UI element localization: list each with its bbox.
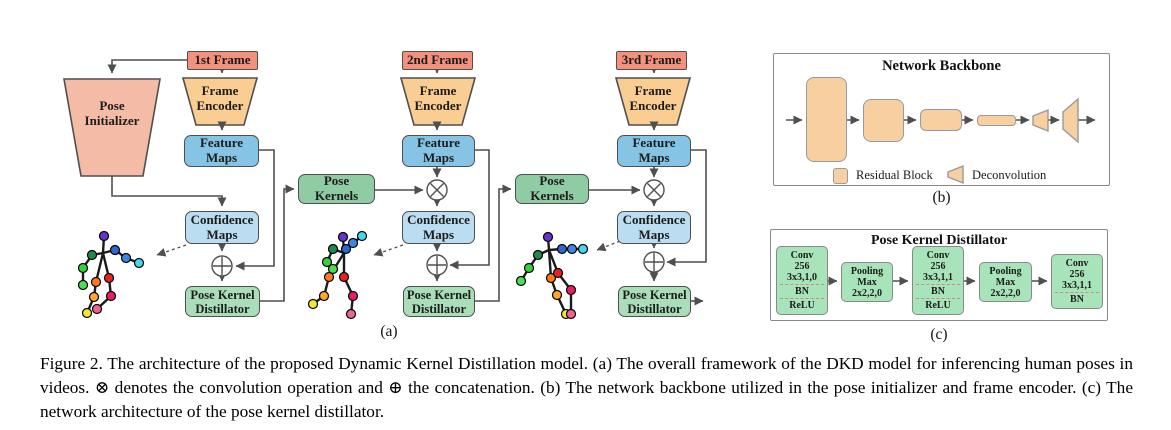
pkd-pooling-block-2: Pooling Max 2x2,2,0 [979, 262, 1032, 302]
panel-a-label: (a) [380, 323, 398, 340]
bn-label: BN [780, 284, 824, 297]
flow-lines-column-2 [373, 64, 512, 302]
conv-label: Conv [790, 250, 814, 261]
network-backbone-panel [773, 53, 1110, 186]
figure-caption: Figure 2. The architecture of the propos… [40, 354, 1133, 422]
frame-encoder-label-1: Frame Encoder [196, 83, 244, 113]
residual-block-1 [806, 77, 847, 162]
conv-params: 3x3,1,1 [1062, 280, 1092, 291]
pkd-panel-title: Pose Kernel Distillator [870, 233, 1008, 248]
bn-label: BN [1055, 292, 1099, 305]
conv-channels: 256 [794, 261, 810, 272]
pose-kernels-1: Pose Kernels [298, 174, 375, 204]
relu-label: ReLU [780, 298, 824, 311]
relu-label: ReLU [916, 298, 960, 311]
confidence-maps-2: Confidence Maps [402, 211, 475, 244]
residual-block-3 [920, 109, 962, 131]
conv-channels: 256 [930, 261, 946, 272]
pkd-pooling-block-1: Pooling Max 2x2,2,0 [841, 262, 893, 302]
pooling-label: Pooling [989, 265, 1022, 277]
pose-skeleton-1 [77, 230, 145, 319]
concatenation-op-icon [211, 251, 665, 277]
pose-kernel-distillator-1: Pose Kernel Distillator [185, 286, 260, 317]
frame-encoder-shape-1 [181, 77, 259, 126]
feature-maps-2: Feature Maps [402, 135, 475, 167]
bn-label: BN [916, 284, 960, 297]
pooling-params: 2x2,2,0 [852, 287, 882, 299]
conv-label: Conv [1065, 258, 1089, 269]
residual-block-4 [977, 115, 1016, 126]
pooling-type: Max [995, 276, 1016, 288]
conv-params: 3x3,1,0 [787, 272, 817, 283]
frame-encoder-label-3: Frame Encoder [629, 83, 677, 113]
confidence-maps-1: Confidence Maps [185, 211, 259, 244]
pose-kernels-2: Pose Kernels [515, 174, 589, 204]
network-backbone-title: Network Backbone [882, 58, 1001, 74]
residual-block-2 [863, 99, 904, 142]
pose-skeleton-2 [307, 230, 368, 320]
pose-skeleton-3 [515, 231, 589, 320]
legend-deconvolution-label: Deconvolution [972, 168, 1047, 182]
frame-encoder-shape-3 [614, 77, 692, 126]
pose-kernel-distillator-3: Pose Kernel Distillator [618, 286, 691, 317]
pooling-label: Pooling [850, 265, 884, 277]
pkd-conv-block-3: Conv 256 3x3,1,1 BN [1051, 254, 1103, 309]
frame-box-1: 1st Frame [187, 51, 258, 70]
legend-residual-block-label: Residual Block [856, 168, 933, 182]
deconvolution-icon [947, 164, 964, 185]
pooling-params: 2x2,2,0 [990, 287, 1021, 299]
conv-label: Conv [926, 250, 950, 261]
confidence-maps-3: Confidence Maps [617, 211, 691, 244]
feature-maps-1: Feature Maps [184, 135, 259, 167]
flow-lines-column-3 [589, 64, 707, 306]
residual-block-icon [833, 168, 848, 184]
flow-lines-column-1 [107, 59, 295, 302]
frame-encoder-label-2: Frame Encoder [414, 83, 462, 113]
conv-params: 3x3,1,1 [923, 272, 953, 283]
panel-c-label: (c) [930, 326, 948, 343]
frame-box-3: 3rd Frame [616, 51, 687, 70]
pose-initializer-label: Pose Initializer [84, 98, 140, 128]
pkd-conv-block-1: Conv 256 3x3,1,0 BN ReLU [776, 246, 828, 315]
deconvolution-shapes [947, 97, 1079, 185]
pose-kernel-distillator-2: Pose Kernel Distillator [403, 286, 475, 317]
pose-initializer-shape [63, 78, 161, 177]
panel-b-label: (b) [932, 189, 951, 206]
feature-maps-3: Feature Maps [617, 135, 691, 167]
conv-channels: 256 [1069, 269, 1085, 280]
frame-encoder-shape-2 [399, 77, 477, 126]
pkd-conv-block-2: Conv 256 3x3,1,1 BN ReLU [912, 246, 964, 315]
pooling-type: Max [857, 276, 877, 288]
pose-kernel-distillator-panel [770, 229, 1108, 321]
convolution-op-icon [426, 179, 665, 201]
frame-box-2: 2nd Frame [402, 51, 473, 70]
